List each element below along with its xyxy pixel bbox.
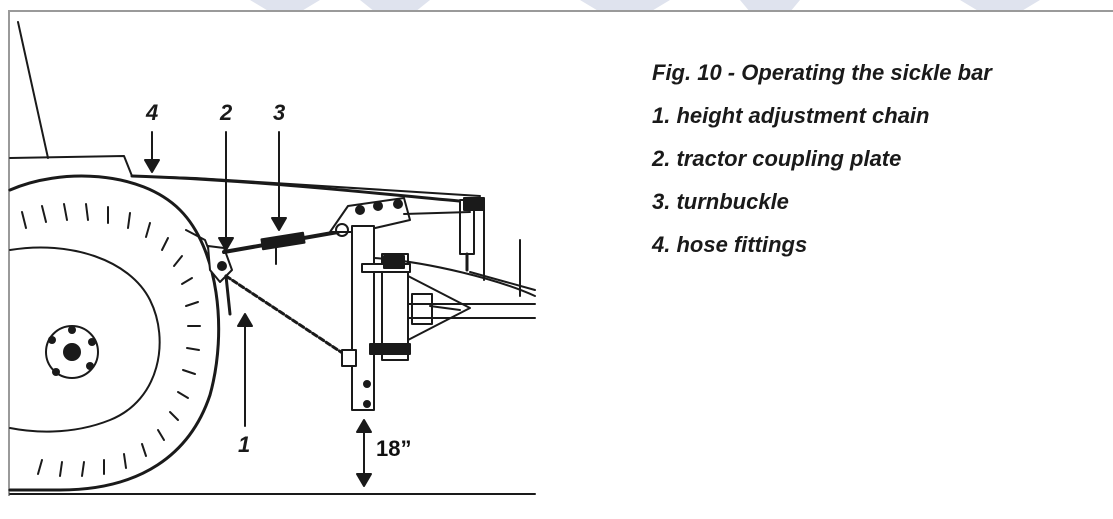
hose-line (130, 174, 472, 204)
height-dimension-label: 18” (376, 436, 412, 461)
height-adjustment-chain (224, 274, 352, 360)
wheel-rim (9, 246, 161, 433)
tractor-tire (8, 174, 221, 492)
callout-4: 4 (146, 100, 159, 125)
legend-item: 2. tractor coupling plate (652, 146, 902, 171)
legend-item: 4. hose fittings (652, 232, 808, 257)
tractor-coupling-plate (207, 245, 233, 283)
legend-item: 1. height adjustment chain (652, 103, 930, 128)
watermark-banner (250, 0, 1040, 12)
figure-caption: Fig. 10 - Operating the sickle bar 1. he… (652, 58, 992, 259)
tire-tread (21, 203, 201, 477)
mower-frame (329, 197, 536, 411)
figure-title: Fig. 10 - Operating the sickle bar (652, 60, 992, 85)
callout-arrows (144, 131, 372, 487)
callout-3: 3 (273, 100, 286, 125)
legend-item: 3. turnbuckle (652, 189, 789, 214)
callout-1: 1 (238, 432, 251, 457)
callout-2: 2 (220, 100, 233, 125)
tractor-cab-edge (17, 21, 49, 159)
turnbuckle (222, 230, 340, 265)
figure-frame (8, 10, 1113, 496)
